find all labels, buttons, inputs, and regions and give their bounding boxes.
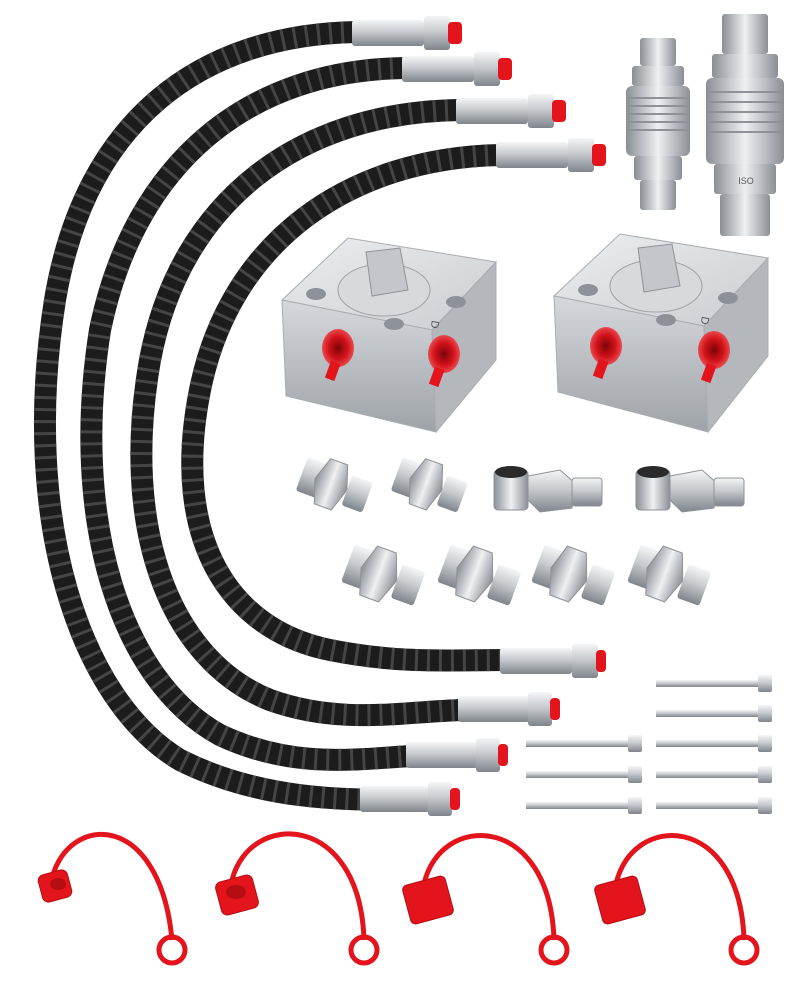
dust-cap-1 xyxy=(37,831,188,966)
quick-coupler-small xyxy=(626,38,690,210)
hose-1 xyxy=(33,21,423,811)
dust-cap-4 xyxy=(594,833,760,966)
bolt xyxy=(526,735,642,752)
port-plug xyxy=(322,329,354,367)
straight-fitting xyxy=(341,545,425,606)
straight-fitting xyxy=(391,457,468,512)
bolt xyxy=(526,797,642,814)
port-plug xyxy=(590,327,622,365)
straight-fitting xyxy=(531,545,615,606)
coupler-marking: ISO xyxy=(738,176,754,186)
hose-fitting xyxy=(500,644,606,678)
straight-fitting xyxy=(437,545,521,606)
hose-fitting xyxy=(406,738,508,772)
dust-cap-2 xyxy=(215,831,380,966)
diverter-block-right: D xyxy=(552,233,770,434)
block-marking: D xyxy=(428,319,441,329)
block-marking: D xyxy=(698,315,711,325)
hose-fittings-top xyxy=(352,16,606,172)
hose-fitting xyxy=(496,138,606,172)
bolt xyxy=(656,705,772,722)
hose-group xyxy=(33,21,516,811)
elbow-fitting xyxy=(635,466,745,513)
hose-fitting xyxy=(360,782,460,816)
port-plug xyxy=(698,331,730,369)
bolt xyxy=(656,797,772,814)
straight-fittings-row-1 xyxy=(296,457,468,512)
diverter-block-left: D xyxy=(280,237,498,434)
dust-caps xyxy=(37,831,760,966)
hose-fitting xyxy=(402,52,512,86)
hose-4 xyxy=(181,144,516,672)
bolt xyxy=(656,766,772,783)
hose-fitting xyxy=(458,692,560,726)
bolts xyxy=(526,675,772,814)
hose-fitting xyxy=(456,94,566,128)
hose-fitting xyxy=(352,16,462,50)
straight-fitting xyxy=(627,545,711,606)
quick-coupler-large: ISO xyxy=(706,14,784,236)
hose-3 xyxy=(130,99,473,727)
elbow-fittings xyxy=(493,466,745,513)
elbow-fitting xyxy=(493,466,603,513)
straight-fitting xyxy=(296,457,373,512)
straight-fittings-row-2 xyxy=(341,545,711,606)
dust-cap-3 xyxy=(402,833,570,966)
hose-fittings-bottom xyxy=(360,644,606,816)
port-plug xyxy=(428,335,460,373)
bolt xyxy=(526,766,642,783)
bolt xyxy=(656,735,772,752)
bolt xyxy=(656,675,772,692)
hose-2 xyxy=(80,57,421,771)
